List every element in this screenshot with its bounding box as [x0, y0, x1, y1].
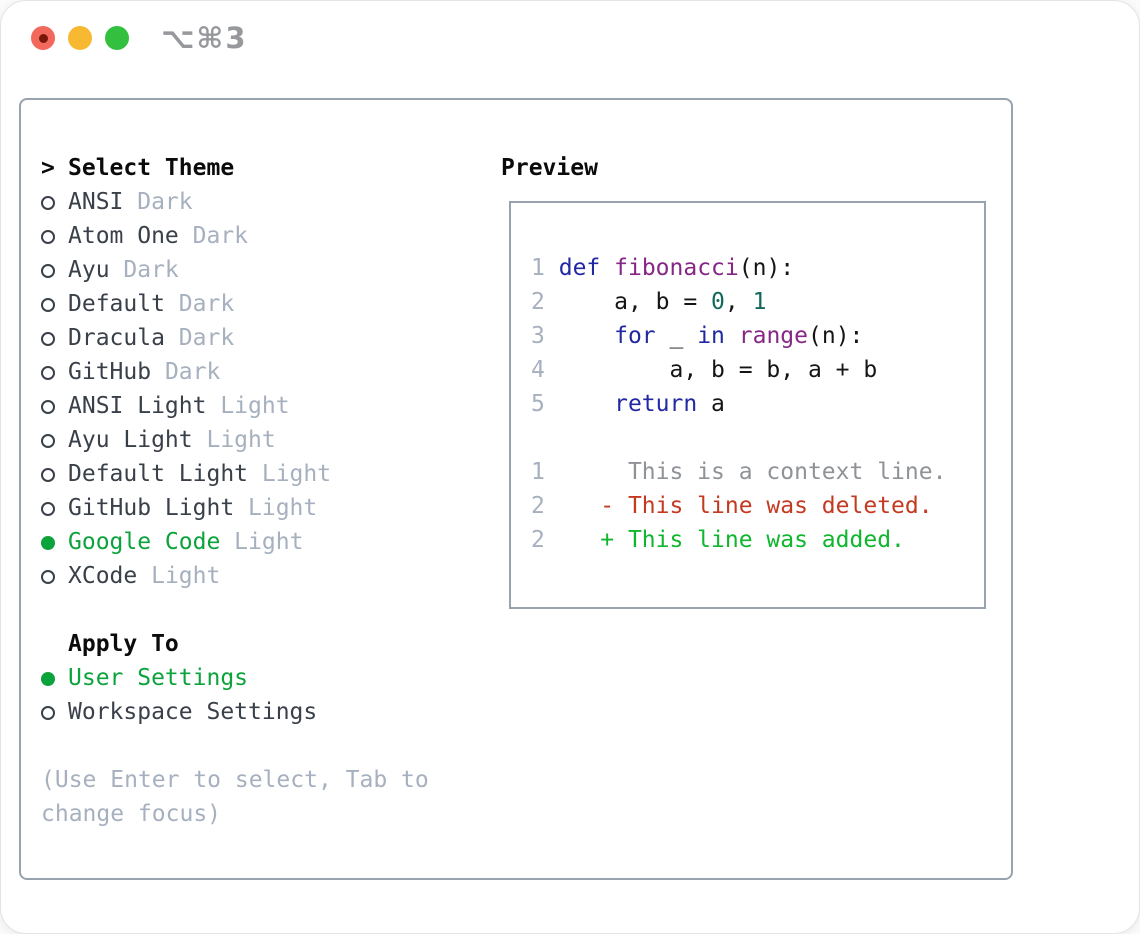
apply-option-label: User Settings — [68, 665, 249, 691]
title-bar: ⌥⌘3 — [1, 1, 1139, 75]
theme-variant-label: Dark — [123, 189, 193, 215]
code-line: 4 a, b = b, a + b — [531, 357, 878, 383]
theme-name: ANSI Light — [68, 393, 207, 419]
theme-option[interactable]: Dracula Dark — [41, 321, 491, 355]
radio-icon — [41, 457, 68, 491]
radio-icon — [41, 355, 68, 389]
theme-variant-label: Dark — [151, 359, 221, 385]
list-title: Select Theme — [68, 155, 235, 181]
spacer — [41, 593, 491, 627]
keyboard-hint-text: (Use Enter to select, Tab to change focu… — [41, 767, 429, 827]
radio-selected-icon — [41, 525, 68, 559]
diff-line-context: 1 This is a context line. — [531, 459, 947, 485]
theme-name: Dracula — [68, 325, 165, 351]
theme-name: Default Light — [68, 461, 249, 487]
cursor-icon: > — [41, 155, 55, 181]
preview-pane: 1 def fibonacci(n): 2 a, b = 0, 1 3 for _ … — [509, 201, 986, 609]
line-number: 2 — [531, 493, 545, 519]
theme-variant-label: Dark — [178, 223, 249, 249]
theme-option[interactable]: ANSI Light Light — [41, 389, 491, 423]
theme-name: GitHub — [68, 359, 152, 385]
theme-name: Atom One — [68, 223, 179, 249]
select-theme-header: > Select Theme — [41, 151, 491, 185]
theme-variant-label: Light — [206, 393, 290, 419]
line-number: 5 — [531, 391, 545, 417]
theme-option[interactable]: XCode Light — [41, 559, 491, 593]
theme-option[interactable]: Default Dark — [41, 287, 491, 321]
theme-variant-label: Light — [234, 495, 318, 521]
radio-icon — [41, 423, 68, 457]
radio-icon — [41, 185, 68, 219]
radio-icon — [41, 695, 68, 729]
theme-option[interactable]: GitHub Light Light — [41, 491, 491, 525]
theme-name: XCode — [68, 563, 138, 589]
apply-to-header: Apply To — [41, 627, 491, 661]
code-line: 5 return a — [531, 391, 725, 417]
line-number: 4 — [531, 357, 545, 383]
theme-option[interactable]: Ayu Dark — [41, 253, 491, 287]
theme-variant-label: Dark — [164, 291, 235, 317]
theme-variant-label: Dark — [164, 325, 235, 351]
theme-name: Default — [68, 291, 165, 317]
radio-selected-icon — [41, 661, 68, 695]
theme-variant-label: Light — [137, 563, 221, 589]
theme-variant-label: Light — [220, 529, 304, 555]
code-line: 2 a, b = 0, 1 — [531, 289, 767, 315]
code-preview-block: 1 def fibonacci(n): 2 a, b = 0, 1 3 for _ … — [531, 251, 984, 421]
theme-variant-label: Light — [248, 461, 332, 487]
spacer — [41, 729, 491, 763]
theme-option[interactable]: Google Code Light — [41, 525, 491, 559]
apply-to-option[interactable]: Workspace Settings — [41, 695, 491, 729]
apply-option-label: Workspace Settings — [68, 699, 318, 725]
diff-line-added: 2 + This line was added. — [531, 527, 905, 553]
radio-icon — [41, 321, 68, 355]
diff-preview-block: 1 This is a context line. 2 - This line w… — [531, 455, 984, 557]
radio-icon — [41, 491, 68, 525]
code-line: 3 for _ in range(n): — [531, 323, 864, 349]
radio-icon — [41, 389, 68, 423]
line-number: 3 — [531, 323, 545, 349]
theme-option[interactable]: ANSI Dark — [41, 185, 491, 219]
apply-to-option[interactable]: User Settings — [41, 661, 491, 695]
diff-line-deleted: 2 - This line was deleted. — [531, 493, 933, 519]
line-number: 1 — [531, 459, 545, 485]
theme-name: Ayu Light — [68, 427, 193, 453]
maximize-button-icon[interactable] — [105, 26, 129, 50]
theme-option[interactable]: GitHub Dark — [41, 355, 491, 389]
code-line: 1 def fibonacci(n): — [531, 255, 795, 281]
line-number: 2 — [531, 289, 545, 315]
close-button-icon[interactable] — [31, 26, 55, 50]
theme-name: Google Code — [68, 529, 221, 555]
theme-variant-label: Light — [192, 427, 276, 453]
theme-name: GitHub Light — [68, 495, 235, 521]
theme-option[interactable]: Default Light Light — [41, 457, 491, 491]
window-title-shortcut: ⌥⌘3 — [161, 21, 248, 55]
radio-icon — [41, 253, 68, 287]
theme-name: ANSI — [68, 189, 124, 215]
minimize-button-icon[interactable] — [68, 26, 92, 50]
line-number: 1 — [531, 255, 545, 281]
apply-to-title: Apply To — [68, 631, 179, 657]
radio-icon — [41, 559, 68, 593]
preview-title: Preview — [501, 155, 598, 181]
theme-name: Ayu — [68, 257, 110, 283]
line-number: 2 — [531, 527, 545, 553]
radio-icon — [41, 219, 68, 253]
theme-variant-label: Dark — [109, 257, 179, 283]
radio-icon — [41, 287, 68, 321]
theme-option[interactable]: Atom One Dark — [41, 219, 491, 253]
theme-option[interactable]: Ayu Light Light — [41, 423, 491, 457]
